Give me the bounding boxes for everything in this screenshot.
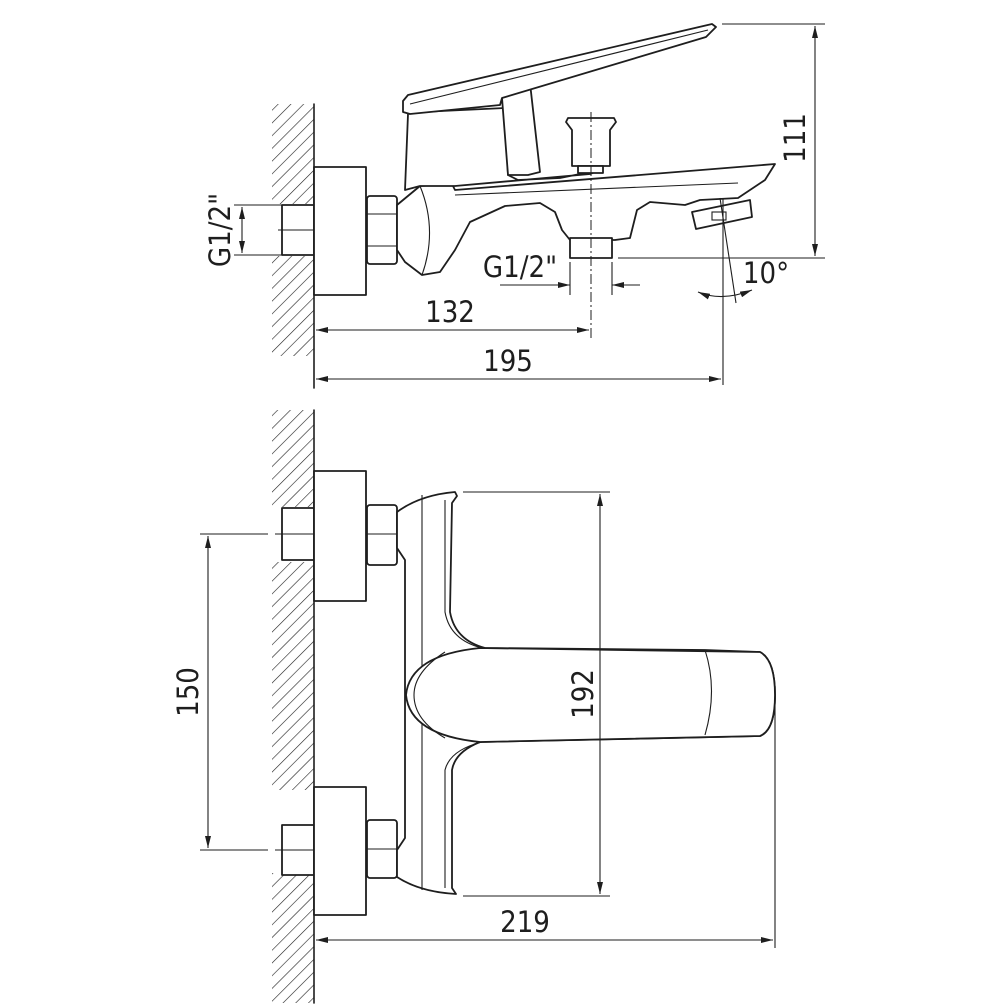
top-view: 150 192 219	[171, 409, 776, 1004]
dim-219-label: 219	[500, 905, 550, 939]
upper-inlet-top	[275, 470, 398, 602]
inlet-pipe-side	[278, 204, 322, 256]
dimension-219: 219	[316, 705, 776, 948]
dimension-192: 192	[463, 491, 610, 897]
dimension-outlet-thread: G1/2"	[483, 250, 640, 295]
outlet-thread-label: G1/2"	[483, 250, 557, 284]
dim-111-label: 111	[778, 113, 812, 163]
cartridge-housing-side	[404, 107, 601, 191]
mixer-body-side	[396, 163, 776, 276]
dimension-150: 150	[171, 533, 268, 851]
dim-150-label: 150	[171, 667, 205, 717]
wall-flange-side	[313, 166, 367, 296]
dim-132-label: 132	[425, 295, 475, 329]
dimension-angle: 10°	[697, 256, 789, 300]
dimension-111: 111	[618, 23, 825, 259]
lever-handle-top	[405, 647, 776, 743]
angle-label: 10°	[743, 256, 789, 290]
dim-195-label: 195	[483, 344, 533, 378]
hex-nut-side	[366, 195, 398, 265]
dimension-195: 195	[316, 344, 721, 382]
wall-hatch-top	[272, 409, 315, 1004]
wall-hatch-side	[272, 103, 315, 389]
dimension-inlet-thread: G1/2"	[203, 193, 282, 267]
lower-inlet-top	[275, 786, 398, 916]
lever-handle-side	[402, 23, 717, 115]
side-view: G1/2" G1/2" 132 195 111	[203, 23, 825, 389]
dim-192-label: 192	[566, 669, 600, 719]
inlet-thread-label: G1/2"	[203, 193, 237, 267]
dimension-132: 132	[316, 295, 589, 333]
